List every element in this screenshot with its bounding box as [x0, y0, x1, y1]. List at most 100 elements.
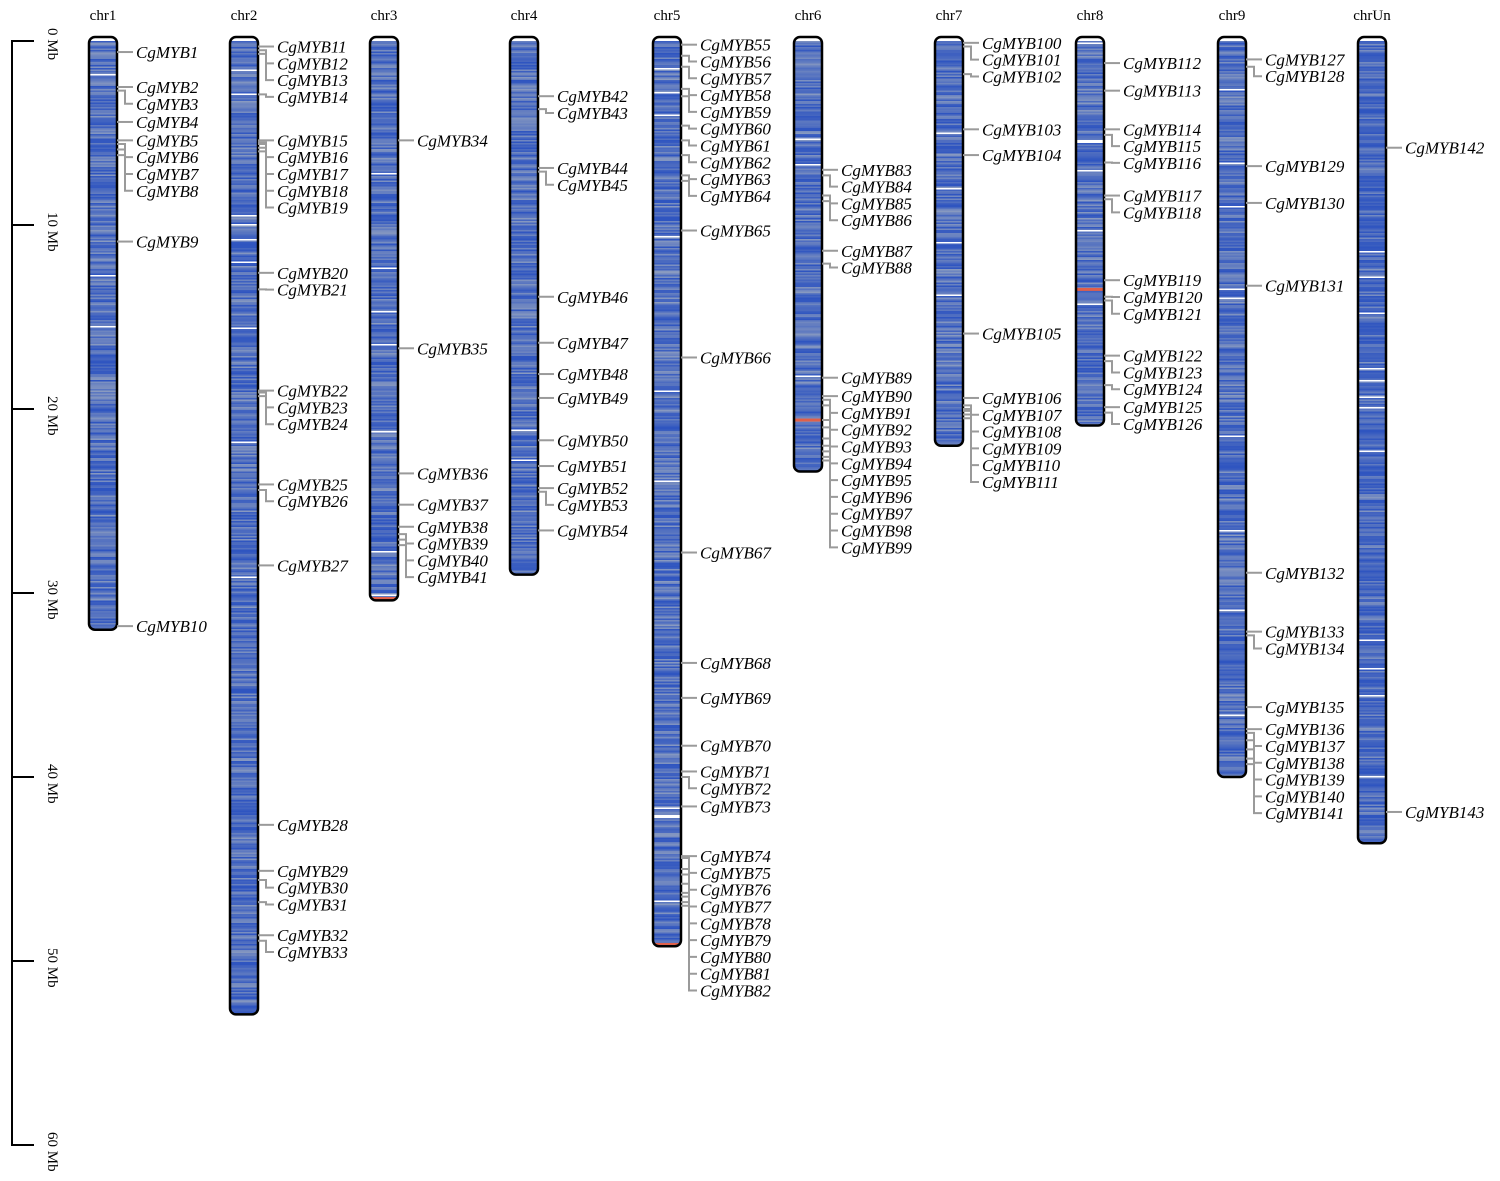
density-stripe: [230, 534, 258, 537]
density-stripe: [230, 639, 258, 642]
density-stripe: [1218, 287, 1246, 289]
density-stripe: [230, 692, 258, 694]
density-stripe: [1218, 209, 1246, 211]
density-stripe: [230, 140, 258, 142]
density-stripe: [89, 252, 117, 255]
density-stripe: [653, 821, 681, 823]
density-stripe: [1358, 425, 1386, 427]
density-stripe: [1076, 131, 1104, 133]
density-stripe: [89, 278, 117, 280]
density-stripe: [89, 549, 117, 552]
density-stripe: [653, 551, 681, 553]
density-stripe: [230, 219, 258, 222]
density-stripe: [653, 110, 681, 112]
density-stripe: [89, 227, 117, 229]
density-stripe: [230, 1011, 258, 1014]
density-stripe: [89, 74, 117, 76]
density-stripe: [510, 227, 538, 229]
gene-label: CgMYB109: [982, 439, 1062, 458]
density-stripe: [653, 444, 681, 447]
density-stripe: [1076, 254, 1104, 256]
gene-label: CgMYB136: [1265, 720, 1345, 739]
density-stripe: [1218, 270, 1246, 273]
density-stripe: [1358, 348, 1386, 351]
gene-label: CgMYB49: [557, 389, 628, 408]
density-stripe: [653, 143, 681, 145]
density-stripe: [89, 422, 117, 424]
density-stripe: [1218, 446, 1246, 448]
density-stripe: [370, 176, 398, 178]
gene-label: CgMYB83: [841, 161, 912, 180]
density-stripe: [935, 203, 963, 205]
density-stripe: [1358, 95, 1386, 97]
density-stripe: [370, 147, 398, 150]
density-stripe: [653, 198, 681, 201]
density-stripe: [1358, 740, 1386, 742]
density-stripe: [794, 239, 822, 241]
density-stripe: [1218, 324, 1246, 327]
density-stripe: [1358, 576, 1386, 579]
density-stripe: [794, 432, 822, 435]
density-stripe: [1076, 135, 1104, 138]
density-stripe: [935, 401, 963, 403]
density-stripe: [370, 311, 398, 313]
density-stripe: [1358, 107, 1386, 109]
density-stripe: [510, 537, 538, 540]
density-stripe: [935, 309, 963, 312]
density-stripe: [1076, 258, 1104, 261]
density-stripe: [230, 650, 258, 652]
density-stripe: [1218, 168, 1246, 171]
density-stripe: [89, 398, 117, 400]
density-stripe: [89, 458, 117, 460]
density-stripe: [89, 245, 117, 247]
density-stripe: [653, 425, 681, 427]
density-stripe: [1076, 423, 1104, 426]
density-stripe: [230, 141, 258, 144]
density-stripe: [230, 792, 258, 795]
density-stripe: [510, 438, 538, 441]
density-stripe: [1218, 467, 1246, 469]
density-stripe: [1218, 761, 1246, 763]
density-stripe: [1218, 141, 1246, 144]
density-stripe: [230, 869, 258, 871]
density-stripe: [794, 54, 822, 57]
density-stripe: [1358, 198, 1386, 201]
density-stripe: [510, 339, 538, 342]
density-stripe: [510, 450, 538, 453]
density-stripe: [370, 119, 398, 121]
density-stripe: [370, 560, 398, 562]
density-stripe: [89, 146, 117, 148]
density-stripe: [1218, 638, 1246, 640]
density-stripe: [794, 57, 822, 60]
density-stripe: [1358, 171, 1386, 174]
density-stripe: [230, 824, 258, 826]
density-stripe: [1218, 624, 1246, 627]
density-stripe: [1358, 669, 1386, 672]
density-stripe: [1358, 806, 1386, 808]
density-stripe: [1218, 744, 1246, 747]
density-stripe: [230, 702, 258, 705]
density-stripe: [230, 974, 258, 976]
density-stripe: [1358, 797, 1386, 799]
density-stripe: [653, 108, 681, 111]
density-stripe: [794, 143, 822, 145]
density-stripe: [230, 464, 258, 466]
density-stripe: [794, 59, 822, 61]
density-stripe: [794, 263, 822, 265]
density-stripe: [1218, 134, 1246, 136]
density-stripe: [935, 294, 963, 297]
density-stripe: [370, 228, 398, 231]
density-stripe: [1358, 182, 1386, 184]
density-stripe: [1218, 129, 1246, 132]
density-stripe: [370, 128, 398, 130]
density-stripe: [1218, 308, 1246, 310]
density-stripe: [230, 944, 258, 946]
density-stripe: [230, 989, 258, 991]
density-stripe: [653, 594, 681, 597]
density-stripe: [1218, 743, 1246, 745]
gene-label: CgMYB62: [700, 153, 771, 172]
density-stripe: [230, 1002, 258, 1005]
density-stripe: [653, 222, 681, 225]
density-stripe: [230, 380, 258, 382]
density-stripe: [935, 267, 963, 270]
